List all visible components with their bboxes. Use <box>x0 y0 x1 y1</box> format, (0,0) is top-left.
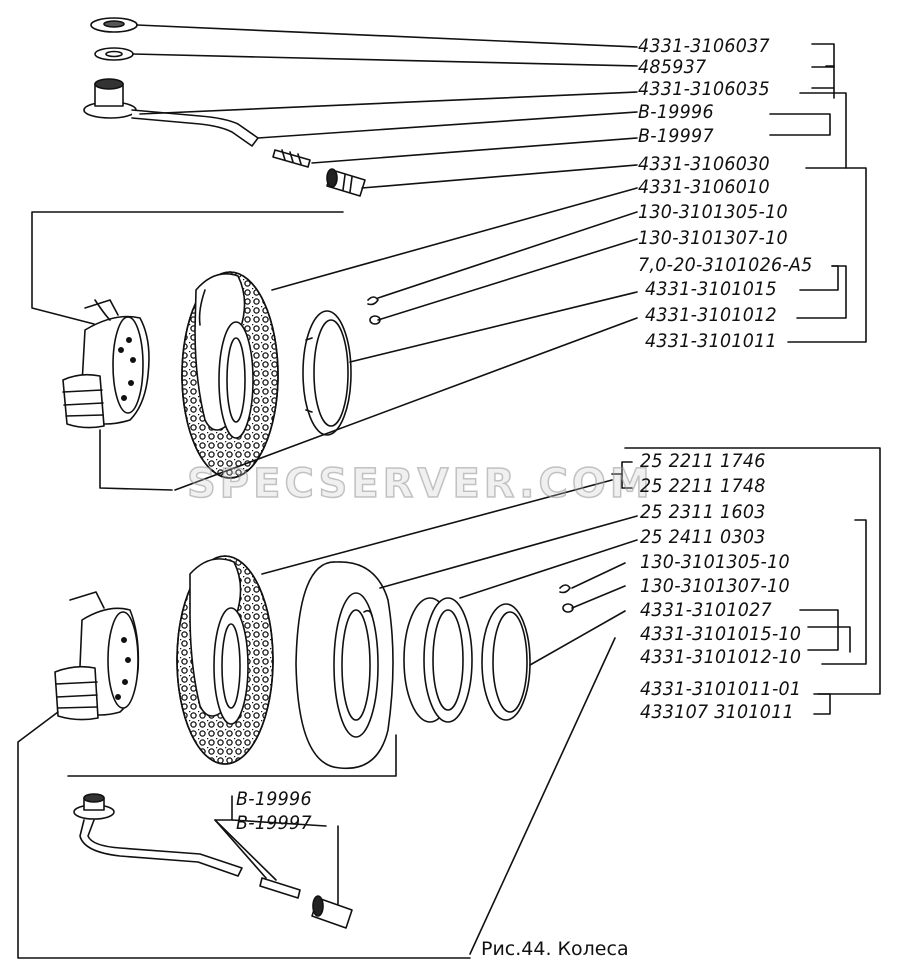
part-label: 4331-3101012-10 <box>640 646 802 668</box>
tube-bottom-icon <box>295 561 394 770</box>
valve-core-icon <box>272 149 366 197</box>
valve-hose-bottom-icon <box>73 793 353 929</box>
part-label: 25 2311 1603 <box>640 501 766 523</box>
valve-label: В-19997 <box>236 812 312 834</box>
part-label: 130-3101305-10 <box>640 551 790 573</box>
watermark: SPECSERVER.COM <box>186 460 654 508</box>
part-label: 130-3101307-10 <box>640 575 790 597</box>
flap-bottom-icon <box>403 597 473 723</box>
part-label: 4331-3101015-10 <box>640 623 802 645</box>
part-label: 4331-3106037 <box>638 35 770 57</box>
part-label: 25 2211 1746 <box>640 450 766 472</box>
part-label: 4331-3106035 <box>638 78 770 100</box>
clip-nut-icon <box>367 296 381 325</box>
part-label: 485937 <box>638 56 707 78</box>
tyre-bottom-icon <box>176 555 274 765</box>
part-label: В-19997 <box>638 125 714 147</box>
part-label: 4331-3101011-01 <box>640 678 802 700</box>
part-label: 25 2411 0303 <box>640 526 766 548</box>
part-label: 7,0-20-3101026-А5 <box>638 254 813 276</box>
part-label: 433107 3101011 <box>640 701 794 723</box>
clip-nut-bottom-icon <box>559 584 574 613</box>
part-label: 25 2211 1748 <box>640 475 766 497</box>
disc-wheel-top-icon <box>62 299 150 429</box>
valve-label: В-19996 <box>236 788 312 810</box>
part-label: 4331-3106010 <box>638 176 770 198</box>
part-label: 4331-3101027 <box>640 599 772 621</box>
part-label: 4331-3106030 <box>638 153 770 175</box>
part-label: 4331-3101015 <box>645 278 777 300</box>
part-label: 4331-3101011 <box>645 330 777 352</box>
part-label: В-19996 <box>638 101 714 123</box>
tube-ring-top-icon <box>302 310 352 436</box>
figure-caption: Рис.44. Колеса <box>481 938 629 960</box>
part-label: 4331-3101012 <box>645 304 777 326</box>
hose-icon <box>131 109 259 147</box>
part-label: 130-3101305-10 <box>638 201 788 223</box>
disc-wheel-bottom-icon <box>54 591 140 721</box>
tyre-top-icon <box>181 271 279 479</box>
lock-ring-bottom-icon <box>481 603 531 721</box>
part-label: 130-3101307-10 <box>638 227 788 249</box>
cap-washer-icon <box>83 17 138 119</box>
